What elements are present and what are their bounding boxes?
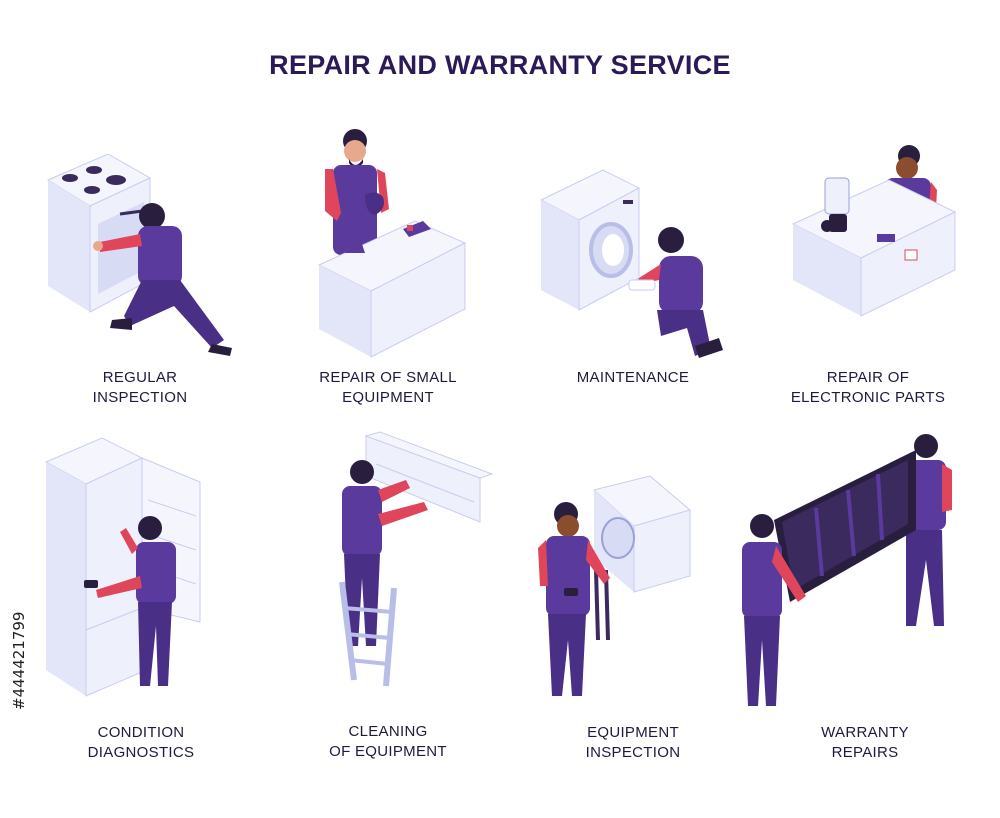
caption-warranty-repairs: WARRANTY REPAIRS <box>755 723 975 763</box>
small-equipment-repair-icon <box>317 129 467 358</box>
caption-line: WARRANTY <box>821 724 909 741</box>
stock-id-label: #444421799 <box>8 590 28 710</box>
fridge-diagnostics-icon <box>44 437 201 697</box>
outdoor-unit-inspection-icon <box>538 475 692 696</box>
caption-line: CLEANING <box>348 723 428 740</box>
caption-condition-diagnostics: CONDITION DIAGNOSTICS <box>31 723 251 763</box>
washing-machine-icon <box>539 169 723 358</box>
caption-line: OF EQUIPMENT <box>329 743 447 760</box>
caption-line: DIAGNOSTICS <box>87 744 195 761</box>
caption-repair-electronic-parts: REPAIR OF ELECTRONIC PARTS <box>758 368 978 408</box>
caption-cleaning-of-equipment: CLEANING OF EQUIPMENT <box>278 722 498 762</box>
page-title: REPAIR AND WARRANTY SERVICE <box>269 50 731 80</box>
caption-line: REGULAR <box>102 369 178 386</box>
panel-carry-icon <box>742 434 952 706</box>
caption-regular-inspection: REGULAR INSPECTION <box>30 368 250 408</box>
caption-equipment-inspection: EQUIPMENT INSPECTION <box>523 723 743 763</box>
caption-line: INSPECTION <box>92 389 188 406</box>
caption-line: REPAIR OF <box>826 369 910 386</box>
stock-id-text: #444421799 <box>10 611 28 710</box>
caption-line: REPAIR OF SMALL <box>319 369 457 386</box>
caption-line: REPAIRS <box>831 744 899 761</box>
electronics-desk-icon <box>791 145 957 317</box>
caption-line: CONDITION <box>97 724 185 741</box>
caption-maintenance: MAINTENANCE <box>523 368 743 388</box>
caption-line: EQUIPMENT <box>587 724 679 741</box>
caption-line: INSPECTION <box>585 744 681 761</box>
stove-repair-icon <box>46 153 232 356</box>
caption-repair-small-equipment: REPAIR OF SMALL EQUIPMENT <box>278 368 498 408</box>
caption-line: MAINTENANCE <box>576 369 690 386</box>
air-conditioner-cleaning-icon <box>339 431 494 687</box>
caption-line: ELECTRONIC PARTS <box>790 389 946 406</box>
caption-line: EQUIPMENT <box>342 389 434 406</box>
